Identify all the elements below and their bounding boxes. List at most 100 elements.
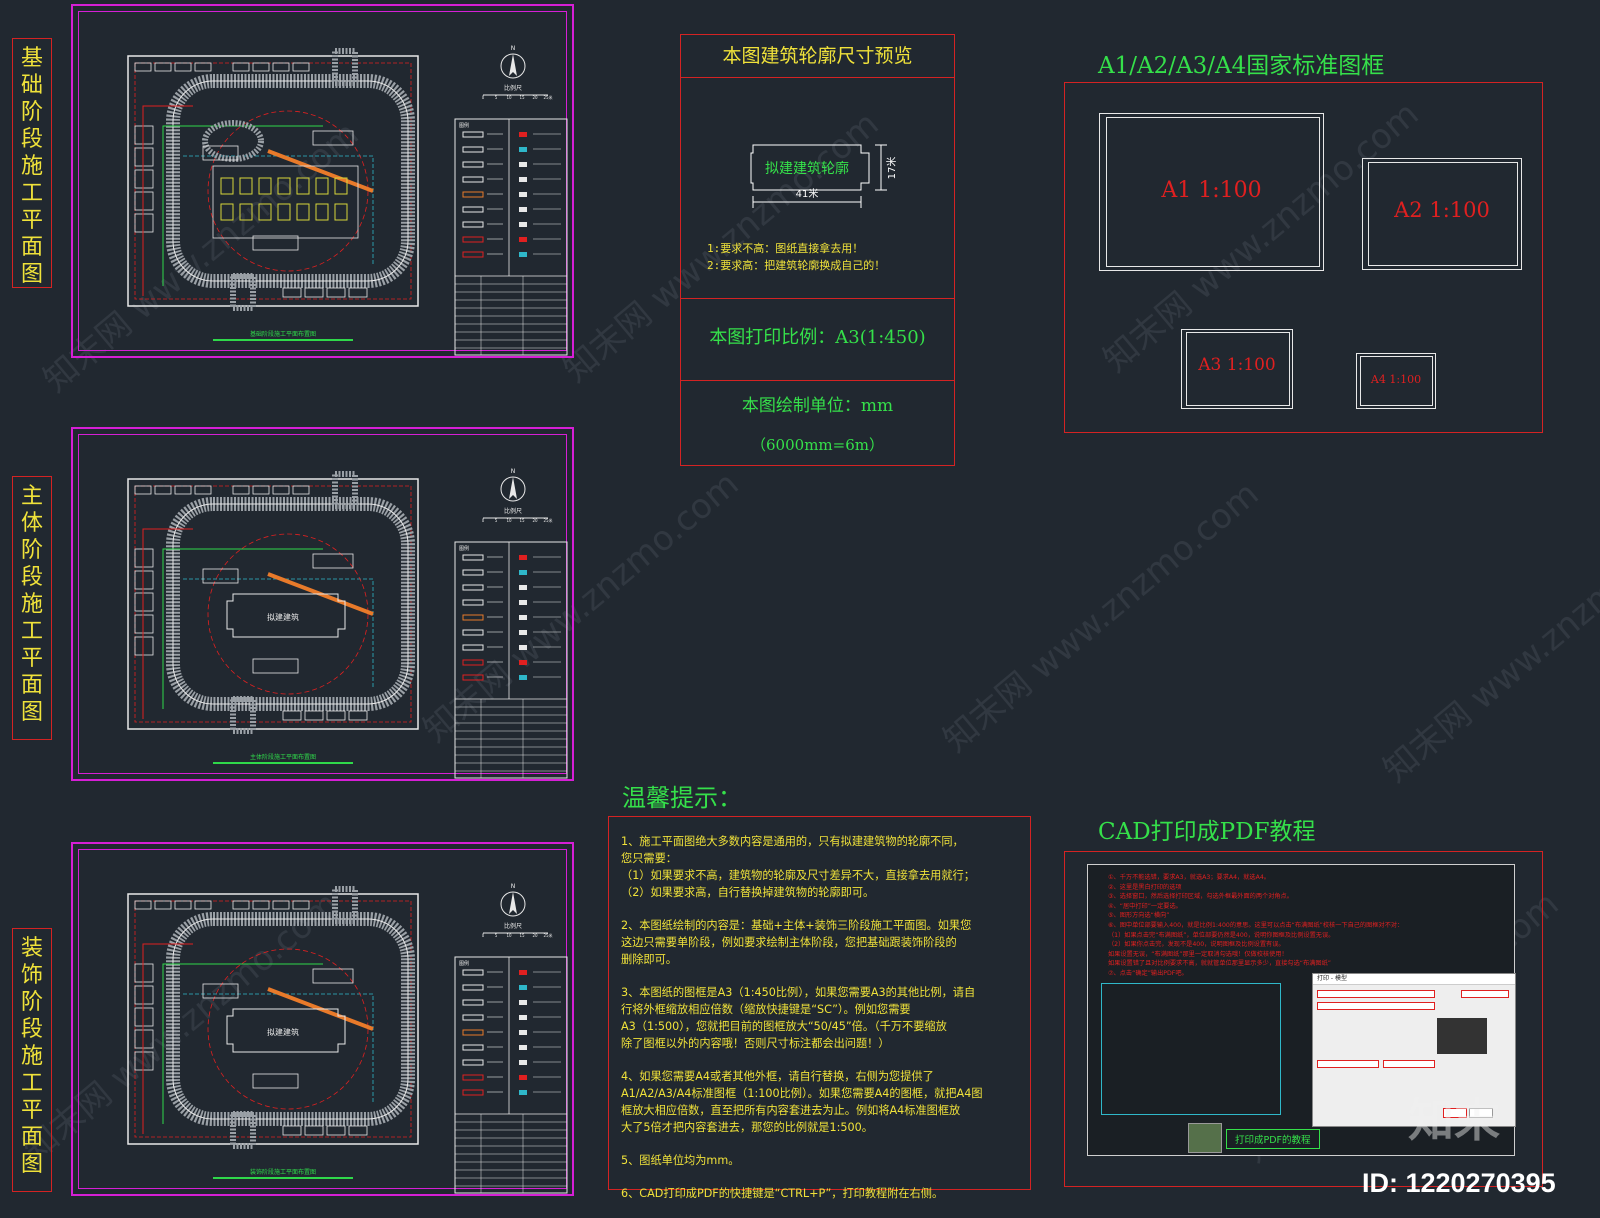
temporary-building — [194, 485, 212, 495]
scale-tick: 25米 — [543, 932, 552, 938]
stage-label-foundation: 基础阶段施工平面图 — [12, 38, 52, 288]
north-label: N — [511, 45, 516, 52]
legend-symbol — [462, 1029, 484, 1036]
dormitory-block — [134, 1051, 154, 1071]
stage-label-structure: 主体阶段施工平面图 — [12, 476, 52, 740]
legend-symbol — [519, 237, 527, 242]
legend-symbol — [519, 1075, 527, 1080]
legend-symbol — [519, 1090, 527, 1095]
tutorial-step: ⑦、点击“确定”输出PDF吧。 — [1108, 969, 1188, 977]
site-boundary — [127, 478, 419, 730]
frame-a3[interactable]: A3 1:100 — [1181, 329, 1293, 409]
note-high-requirement: 2:要求高：把建筑轮廓换成自己的！ — [707, 259, 886, 272]
scale-tick: 10 — [506, 95, 512, 100]
legend-symbol — [462, 999, 484, 1006]
frame-a1[interactable]: A1 1:100 — [1099, 113, 1324, 271]
tip-paragraph: 6、CAD打印成PDF的快捷键是“CTRL+P”，打印教程附在右侧。 — [621, 1187, 944, 1200]
temporary-building — [304, 287, 324, 298]
legend-symbol — [462, 1014, 484, 1021]
temporary-building — [326, 1125, 346, 1136]
temporary-building — [282, 287, 302, 298]
temporary-building — [272, 485, 290, 495]
temporary-building — [134, 900, 152, 910]
pile-cap — [315, 203, 329, 221]
scale-tick: 15 — [519, 518, 525, 523]
dormitory-block — [134, 213, 154, 233]
info-title: 本图建筑轮廓尺寸预览 — [722, 45, 913, 67]
cancel-button[interactable] — [1469, 1108, 1493, 1118]
pile-cap — [296, 177, 310, 195]
temporary-building — [154, 62, 172, 72]
frame-a4[interactable]: A4 1:100 — [1356, 353, 1436, 409]
plan-caption: 主体阶段施工平面布置图 — [250, 753, 316, 761]
proposed-building — [226, 1008, 346, 1053]
tutorial-step: （1）如果点击完“布满图纸”，单位部要仍然是400，说明你图框及比例设置无误。 — [1108, 931, 1335, 939]
pile-cap — [239, 177, 253, 195]
pdf-tutorial-video-button[interactable]: 打印成PDF的教程 — [1226, 1129, 1320, 1149]
print-preview-thumb — [1437, 1018, 1487, 1054]
legend-symbol — [462, 176, 484, 183]
legend-symbol — [519, 177, 527, 182]
legend-symbol — [519, 630, 527, 635]
proposed-building — [226, 593, 346, 638]
material-yard — [202, 983, 239, 999]
info-title-row: 本图建筑轮廓尺寸预览 — [681, 35, 954, 78]
frame-a2-label: A2 1:100 — [1394, 198, 1490, 222]
legend-symbol — [519, 645, 527, 650]
building-label: 拟建建筑 — [267, 612, 299, 622]
pile-cap — [258, 177, 272, 195]
print-scale-row: 本图打印比例：A3(1:450) — [681, 299, 954, 381]
scale-tick: 5 — [495, 933, 498, 938]
pile-cap — [334, 203, 348, 221]
print-scale-text: 本图打印比例：A3(1:450) — [709, 327, 926, 348]
outline-preview: 拟建建筑轮廓 41米 17米 1:要求不高：图纸直接拿去用！ 2:要求高：把建筑… — [681, 78, 954, 299]
north-label: N — [511, 468, 516, 475]
tip-paragraph: 2、本图纸绘制的内容是：基础+主体+装饰三阶段施工平面图。如果您 这边只需要单阶… — [621, 919, 972, 966]
scale-label: 比例尺 — [504, 922, 522, 930]
tutorial-steps: ①、千万不能选错，要求A3，就选A3；要求A4，就选A4。 ②、这里是黑白打印的… — [1108, 873, 1508, 979]
tip-paragraph: 5、图纸单位均为mm。 — [621, 1154, 740, 1167]
scale-tick: 5 — [495, 95, 498, 100]
frame-a4-label: A4 1:100 — [1370, 373, 1422, 386]
legend-table — [454, 118, 568, 356]
legend-symbol — [462, 131, 484, 138]
temporary-building — [174, 900, 192, 910]
tutorial-step: ①、千万不能选错，要求A3，就选A3；要求A4，就选A4。 — [1108, 874, 1270, 881]
legend-symbol — [519, 1000, 527, 1005]
tips-title: 温馨提示： — [622, 784, 742, 812]
frame-a2[interactable]: A2 1:100 — [1362, 158, 1522, 270]
material-yard — [202, 568, 239, 584]
entrance-road — [332, 48, 358, 86]
drainage-line — [183, 578, 374, 689]
material-yard — [252, 1073, 299, 1089]
ok-button[interactable] — [1443, 1108, 1467, 1118]
entrance-road — [332, 471, 358, 509]
ring-road-edge — [172, 80, 409, 282]
water-line — [162, 548, 323, 709]
legend-symbol — [519, 1030, 527, 1035]
legend-symbol — [462, 659, 484, 666]
tower-crane-jib — [267, 149, 374, 193]
legend-title: 图例 — [459, 122, 469, 129]
temporary-building — [252, 900, 270, 910]
temporary-building — [232, 485, 250, 495]
legend-symbol — [462, 1044, 484, 1051]
legend-symbol — [462, 674, 484, 681]
temporary-building — [194, 900, 212, 910]
pile-cap — [239, 203, 253, 221]
stage-label-text: 主体阶段施工平面图 — [20, 484, 43, 725]
standard-frames-panel: A1 1:100 A2 1:100 A3 1:100 A4 1:100 — [1064, 82, 1543, 433]
legend-symbol — [462, 969, 484, 976]
legend-symbol — [519, 585, 527, 590]
legend-symbol — [519, 147, 527, 152]
legend-symbol — [519, 1045, 527, 1050]
scale-tick: 15 — [519, 933, 525, 938]
tutorial-step: 如果设置无误，“布满图纸”那里一定取消勾选哦！仅做校核使用！ — [1108, 950, 1288, 958]
scale-tick: 0 — [482, 95, 485, 100]
temporary-building — [304, 710, 324, 721]
